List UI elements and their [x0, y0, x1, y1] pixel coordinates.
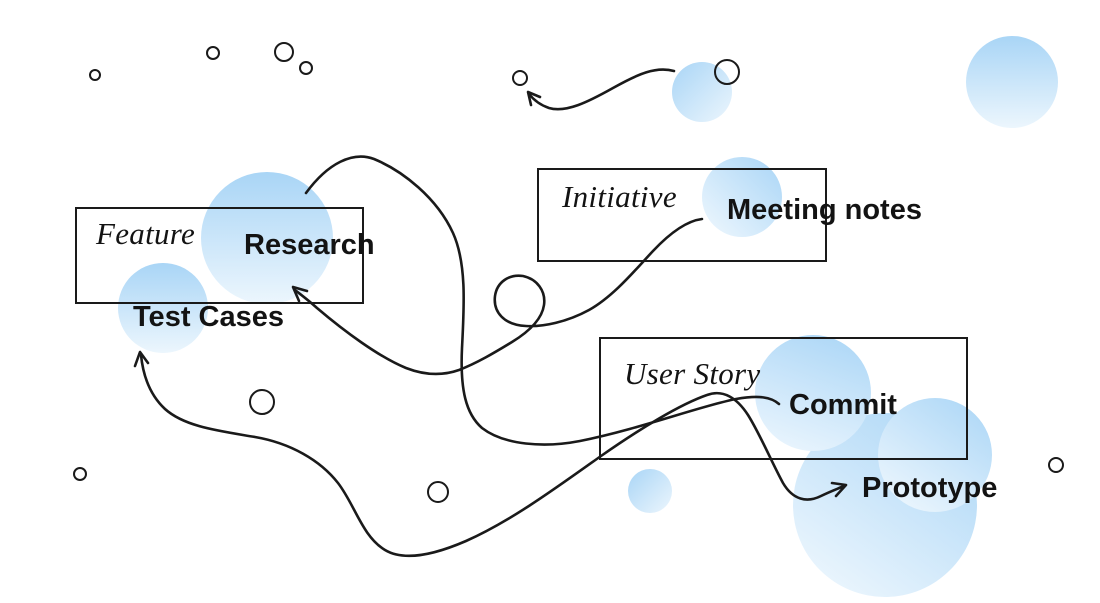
- ring-mid-center: [427, 481, 449, 503]
- ring-on-top-bubble: [714, 59, 740, 85]
- bubble-bottom-center: [628, 469, 672, 513]
- ring-top-3: [299, 61, 313, 75]
- bubble-meeting-notes: [702, 157, 782, 237]
- arrow-test-cases-to-prototype: [139, 353, 846, 558]
- research-label: Research: [244, 229, 375, 261]
- bubble-top-right: [966, 36, 1058, 128]
- arrowhead-top-squiggle: [526, 90, 542, 107]
- meeting-notes-label: Meeting notes: [727, 194, 922, 226]
- prototype-label: Prototype: [862, 472, 998, 504]
- arrow-top-squiggle: [527, 68, 676, 111]
- initiative-box-label: Initiative: [562, 179, 677, 214]
- feature-box-label: Feature: [96, 216, 196, 251]
- user-story-box: [599, 337, 968, 460]
- user-story-box-label: User Story: [624, 356, 761, 391]
- ring-mid-left: [249, 389, 275, 415]
- arrow-meeting-notes-to-research: [293, 217, 704, 376]
- test-cases-label: Test Cases: [133, 301, 284, 333]
- arrowhead-at-test-cases: [133, 350, 150, 368]
- line-research-to-commit: [304, 155, 781, 446]
- bubble-test-cases: [118, 263, 208, 353]
- ring-top-2: [274, 42, 294, 62]
- ring-top-left-small: [89, 69, 101, 81]
- arrowhead-at-research: [291, 285, 309, 303]
- feature-box: [75, 207, 364, 304]
- ring-bottom-left: [73, 467, 87, 481]
- ring-arrow-target: [512, 70, 528, 86]
- initiative-box: [537, 168, 827, 262]
- bubble-commit: [755, 335, 871, 451]
- commit-label: Commit: [789, 389, 897, 421]
- arrowhead-at-prototype: [830, 481, 848, 498]
- ring-top-1: [206, 46, 220, 60]
- ring-bottom-right: [1048, 457, 1064, 473]
- bubble-research: [201, 172, 333, 304]
- bubble-prototype-upper: [878, 398, 992, 512]
